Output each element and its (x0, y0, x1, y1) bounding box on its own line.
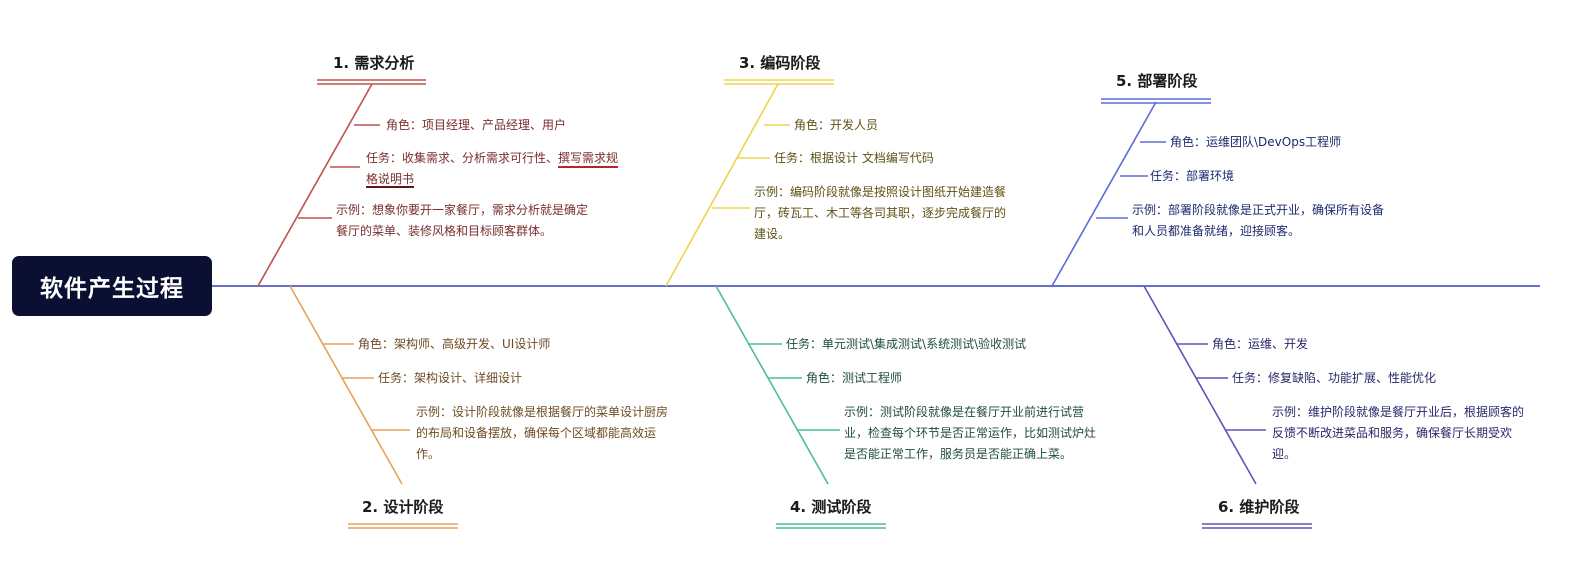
stage-4-task: 任务：单元测试\集成测试\系统测试\验收测试 (786, 337, 1027, 351)
stage-2-role: 角色：架构师、高级开发、UI设计师 (358, 337, 551, 351)
stage-6-example-line2: 反馈不断改进菜品和服务，确保餐厅长期受欢 (1272, 426, 1513, 440)
stage-1-task-highlight-2: 格说明书 (366, 172, 415, 188)
stage-6-task: 任务：修复缺陷、功能扩展、性能优化 (1232, 371, 1437, 385)
stage-4-example-line1: 示例：测试阶段就像是在餐厅开业前进行试营 (844, 405, 1085, 419)
stage-5-title[interactable]: 5. 部署阶段 (1116, 72, 1198, 90)
stage-6-role: 角色：运维、开发 (1212, 337, 1309, 351)
stage-1-example-line2: 餐厅的菜单、装修风格和目标顾客群体。 (336, 224, 553, 238)
stage-5-task: 任务：部署环境 (1150, 169, 1235, 183)
stage-3-example-line1: 示例：编码阶段就像是按照设计图纸开始建造餐 (754, 185, 1007, 199)
stage-4-role: 角色：测试工程师 (806, 371, 903, 385)
stage-1-task-prefix: 任务：收集需求、分析需求可行性、 (366, 151, 559, 165)
stage-5-example-line1: 示例：部署阶段就像是正式开业，确保所有设备 (1132, 203, 1385, 217)
branch-1 (257, 79, 426, 287)
stage-1-task-highlight-1: 撰写需求规 (558, 151, 619, 168)
stage-5-example-line2: 和人员都准备就绪，迎接顾客。 (1132, 224, 1301, 238)
stage-2-example: 示例：设计阶段就像是根据餐厅的菜单设计厨房 的布局和设备摆放，确保每个区域都能高… (416, 402, 668, 465)
stage-6-example-line3: 迎。 (1272, 447, 1297, 461)
stage-2-example-line3: 作。 (416, 447, 441, 461)
stage-6-example: 示例：维护阶段就像是餐厅开业后，根据顾客的 反馈不断改进菜品和服务，确保餐厅长期… (1272, 402, 1524, 465)
branch-5 (1051, 98, 1211, 287)
stage-1-task: 任务：收集需求、分析需求可行性、撰写需求规 格说明书 (366, 148, 619, 190)
stage-5-role: 角色：运维团队\DevOps工程师 (1170, 135, 1342, 149)
stage-4-example-line3: 是否能正常工作，服务员是否能正确上菜。 (844, 447, 1073, 461)
stage-1-example: 示例：想象你要开一家餐厅，需求分析就是确定 餐厅的菜单、装修风格和目标顾客群体。 (336, 200, 588, 242)
stage-3-title[interactable]: 3. 编码阶段 (739, 54, 821, 72)
stage-4-title[interactable]: 4. 测试阶段 (790, 498, 872, 516)
stage-4-example: 示例：测试阶段就像是在餐厅开业前进行试营 业，检查每个环节是否正常运作，比如测试… (844, 402, 1096, 465)
stage-3-example: 示例：编码阶段就像是按照设计图纸开始建造餐 厅，砖瓦工、木工等各司其职，逐步完成… (754, 182, 1006, 245)
branch-6 (1143, 285, 1312, 529)
stage-1-example-line1: 示例：想象你要开一家餐厅，需求分析就是确定 (336, 203, 589, 217)
stage-3-example-line2: 厅，砖瓦工、木工等各司其职，逐步完成餐厅的 (754, 206, 1007, 220)
stage-4-example-line2: 业，检查每个环节是否正常运作，比如测试炉灶 (844, 426, 1097, 440)
root-node[interactable]: 软件产生过程 (12, 256, 212, 316)
stage-5-example: 示例：部署阶段就像是正式开业，确保所有设备 和人员都准备就绪，迎接顾客。 (1132, 200, 1384, 242)
stage-6-title[interactable]: 6. 维护阶段 (1218, 498, 1300, 516)
stage-2-example-line1: 示例：设计阶段就像是根据餐厅的菜单设计厨房 (416, 405, 669, 419)
stage-2-task: 任务：架构设计、详细设计 (378, 371, 523, 385)
stage-2-title[interactable]: 2. 设计阶段 (362, 498, 444, 516)
stage-2-example-line2: 的布局和设备摆放，确保每个区域都能高效运 (416, 426, 657, 440)
stage-6-example-line1: 示例：维护阶段就像是餐厅开业后，根据顾客的 (1272, 405, 1525, 419)
stage-3-task: 任务：根据设计 文档编写代码 (774, 151, 934, 165)
stage-3-example-line3: 建设。 (754, 227, 791, 241)
root-title: 软件产生过程 (40, 276, 184, 302)
stage-3-role: 角色：开发人员 (794, 118, 879, 132)
stage-1-role: 角色：项目经理、产品经理、用户 (386, 118, 567, 132)
stage-1-title[interactable]: 1. 需求分析 (333, 54, 415, 72)
branch-4 (715, 285, 886, 529)
branch-3 (665, 79, 834, 287)
branch-2 (289, 285, 458, 529)
